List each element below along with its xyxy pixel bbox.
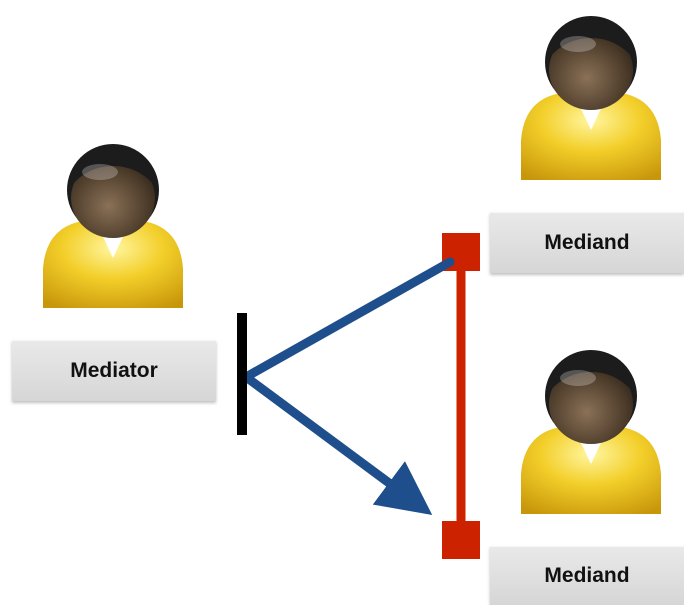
mediator-label: Mediator xyxy=(12,340,216,401)
mediand-bottom-label-text: Mediand xyxy=(544,564,630,587)
mediand-bottom-person-icon xyxy=(516,344,666,514)
mediand-link-bottom-square xyxy=(442,521,480,559)
arrow-to-top-mediand xyxy=(241,257,455,382)
mediand-bottom-label: Mediand xyxy=(490,546,684,605)
mediand-top-label: Mediand xyxy=(490,212,684,273)
arrow-to-bottom-mediand xyxy=(243,373,433,516)
mediand-top-person-icon xyxy=(516,10,666,180)
mediator-label-text: Mediator xyxy=(70,359,158,382)
mediand-top-label-text: Mediand xyxy=(544,231,630,254)
mediator-person-icon xyxy=(38,138,188,308)
mediand-link-top-square xyxy=(442,233,480,271)
mediator-bar xyxy=(237,313,247,435)
